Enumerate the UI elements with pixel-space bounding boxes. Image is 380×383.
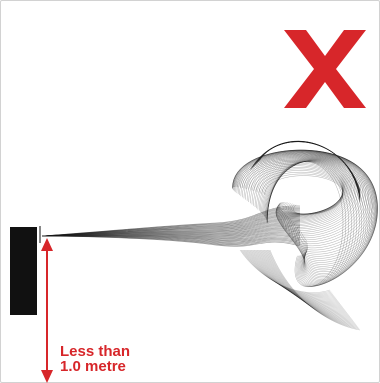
distance-caption: Less than 1.0 metre [60,344,130,374]
person-silhouette [10,227,37,315]
droplet-plume [42,141,378,330]
arrow-head-up [41,238,53,251]
arrow-head-down [41,370,53,383]
caption-line-2: 1.0 metre [60,359,130,374]
caption-line-1: Less than [60,344,130,359]
distance-arrow [41,238,53,383]
x-mark-icon [284,30,366,108]
